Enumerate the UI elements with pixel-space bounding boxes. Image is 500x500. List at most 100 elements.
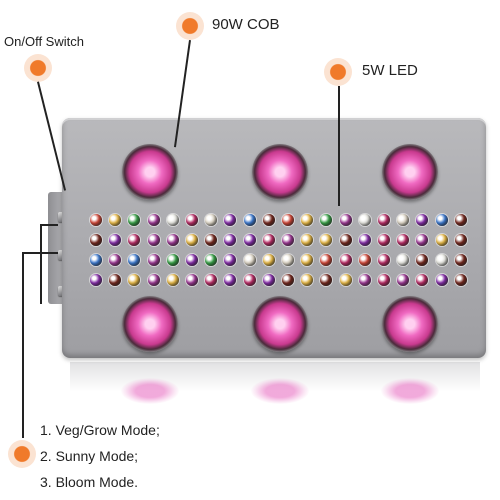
led-diode xyxy=(301,254,314,266)
led-diode xyxy=(90,214,102,226)
led-diode xyxy=(90,234,102,246)
led-diode xyxy=(435,254,448,266)
callout-dot-led xyxy=(324,58,352,86)
led-diode xyxy=(358,234,371,246)
callout-dot-cob xyxy=(176,12,204,40)
led-diode xyxy=(320,274,333,286)
led-diode xyxy=(262,214,275,226)
cob-reflection xyxy=(381,378,439,404)
callout-dot-switch xyxy=(24,54,52,82)
led-diode xyxy=(128,254,141,266)
led-diode xyxy=(339,254,352,266)
led-diode xyxy=(109,214,122,226)
led-diode xyxy=(186,234,198,246)
led-diode xyxy=(320,234,333,246)
led-diode xyxy=(435,274,448,286)
led-diode xyxy=(454,254,467,266)
led-diode xyxy=(454,274,467,286)
cob-lens xyxy=(122,296,178,352)
led-diode xyxy=(147,214,160,226)
led-diode xyxy=(378,234,390,246)
switch-label: On/Off Switch xyxy=(4,34,84,49)
led-diode xyxy=(166,234,179,246)
led-diode xyxy=(416,254,429,266)
led-diode xyxy=(339,274,352,286)
mode-item: 2. Sunny Mode; xyxy=(40,448,139,464)
led-diode xyxy=(378,254,390,266)
led-diode xyxy=(109,254,122,266)
led-diode xyxy=(378,214,390,226)
led-diode xyxy=(262,234,275,246)
led-diode xyxy=(301,274,314,286)
led-diode xyxy=(186,274,198,286)
led-diode xyxy=(147,274,160,286)
led-diode xyxy=(166,274,179,286)
led-diode xyxy=(128,214,141,226)
led-diode xyxy=(416,214,429,226)
led-diode xyxy=(262,274,275,286)
led-diode xyxy=(166,254,179,266)
led-diode xyxy=(397,214,410,226)
mode-leader-line xyxy=(22,252,24,438)
led-diode xyxy=(454,214,467,226)
cob-lens xyxy=(382,296,438,352)
led-diode xyxy=(301,214,314,226)
led-diode xyxy=(224,254,237,266)
led-diode xyxy=(282,274,294,286)
callout-dot-modes xyxy=(8,440,36,468)
led-leader-line xyxy=(338,86,340,206)
led-diode xyxy=(224,234,237,246)
led-diode xyxy=(435,234,448,246)
led-diode xyxy=(435,214,448,226)
led-diode xyxy=(128,274,141,286)
led-diode xyxy=(282,254,294,266)
led-diode xyxy=(224,274,237,286)
mode-leader-tick-2 xyxy=(40,224,58,226)
led-diode xyxy=(205,274,218,286)
cob-reflection xyxy=(121,378,179,404)
cob-reflection xyxy=(251,378,309,404)
led-diode xyxy=(358,214,371,226)
cob-lens xyxy=(252,296,308,352)
led-diode xyxy=(147,234,160,246)
led-diode xyxy=(205,214,218,226)
led-diode xyxy=(397,254,410,266)
led-diode xyxy=(282,214,294,226)
led-diode xyxy=(186,254,198,266)
led-diode xyxy=(109,234,122,246)
led-diode xyxy=(358,254,371,266)
led-diode xyxy=(243,234,256,246)
led-diode xyxy=(378,274,390,286)
led-diode xyxy=(224,214,237,226)
mode-leader-vert xyxy=(40,224,42,304)
led-diode xyxy=(90,274,102,286)
led-diode xyxy=(339,214,352,226)
led-diode xyxy=(320,214,333,226)
led-diode xyxy=(339,234,352,246)
led-label: 5W LED xyxy=(362,62,418,79)
led-diode xyxy=(186,214,198,226)
led-diode xyxy=(243,214,256,226)
led-diode xyxy=(205,234,218,246)
mode-item: 1. Veg/Grow Mode; xyxy=(40,422,160,438)
cob-lens xyxy=(252,144,308,200)
led-diode xyxy=(301,234,314,246)
led-diode xyxy=(358,274,371,286)
cob-lens xyxy=(122,144,178,200)
led-diode xyxy=(416,274,429,286)
led-diode xyxy=(397,274,410,286)
led-diode xyxy=(416,234,429,246)
led-diode xyxy=(262,254,275,266)
led-diode xyxy=(90,254,102,266)
led-diode xyxy=(109,274,122,286)
cob-lens xyxy=(382,144,438,200)
led-diode xyxy=(243,254,256,266)
led-diode xyxy=(166,214,179,226)
led-diode xyxy=(454,234,467,246)
cob-label: 90W COB xyxy=(212,16,280,33)
led-diode xyxy=(320,254,333,266)
led-diode xyxy=(282,234,294,246)
led-diode xyxy=(147,254,160,266)
led-diode xyxy=(397,234,410,246)
led-diode xyxy=(205,254,218,266)
